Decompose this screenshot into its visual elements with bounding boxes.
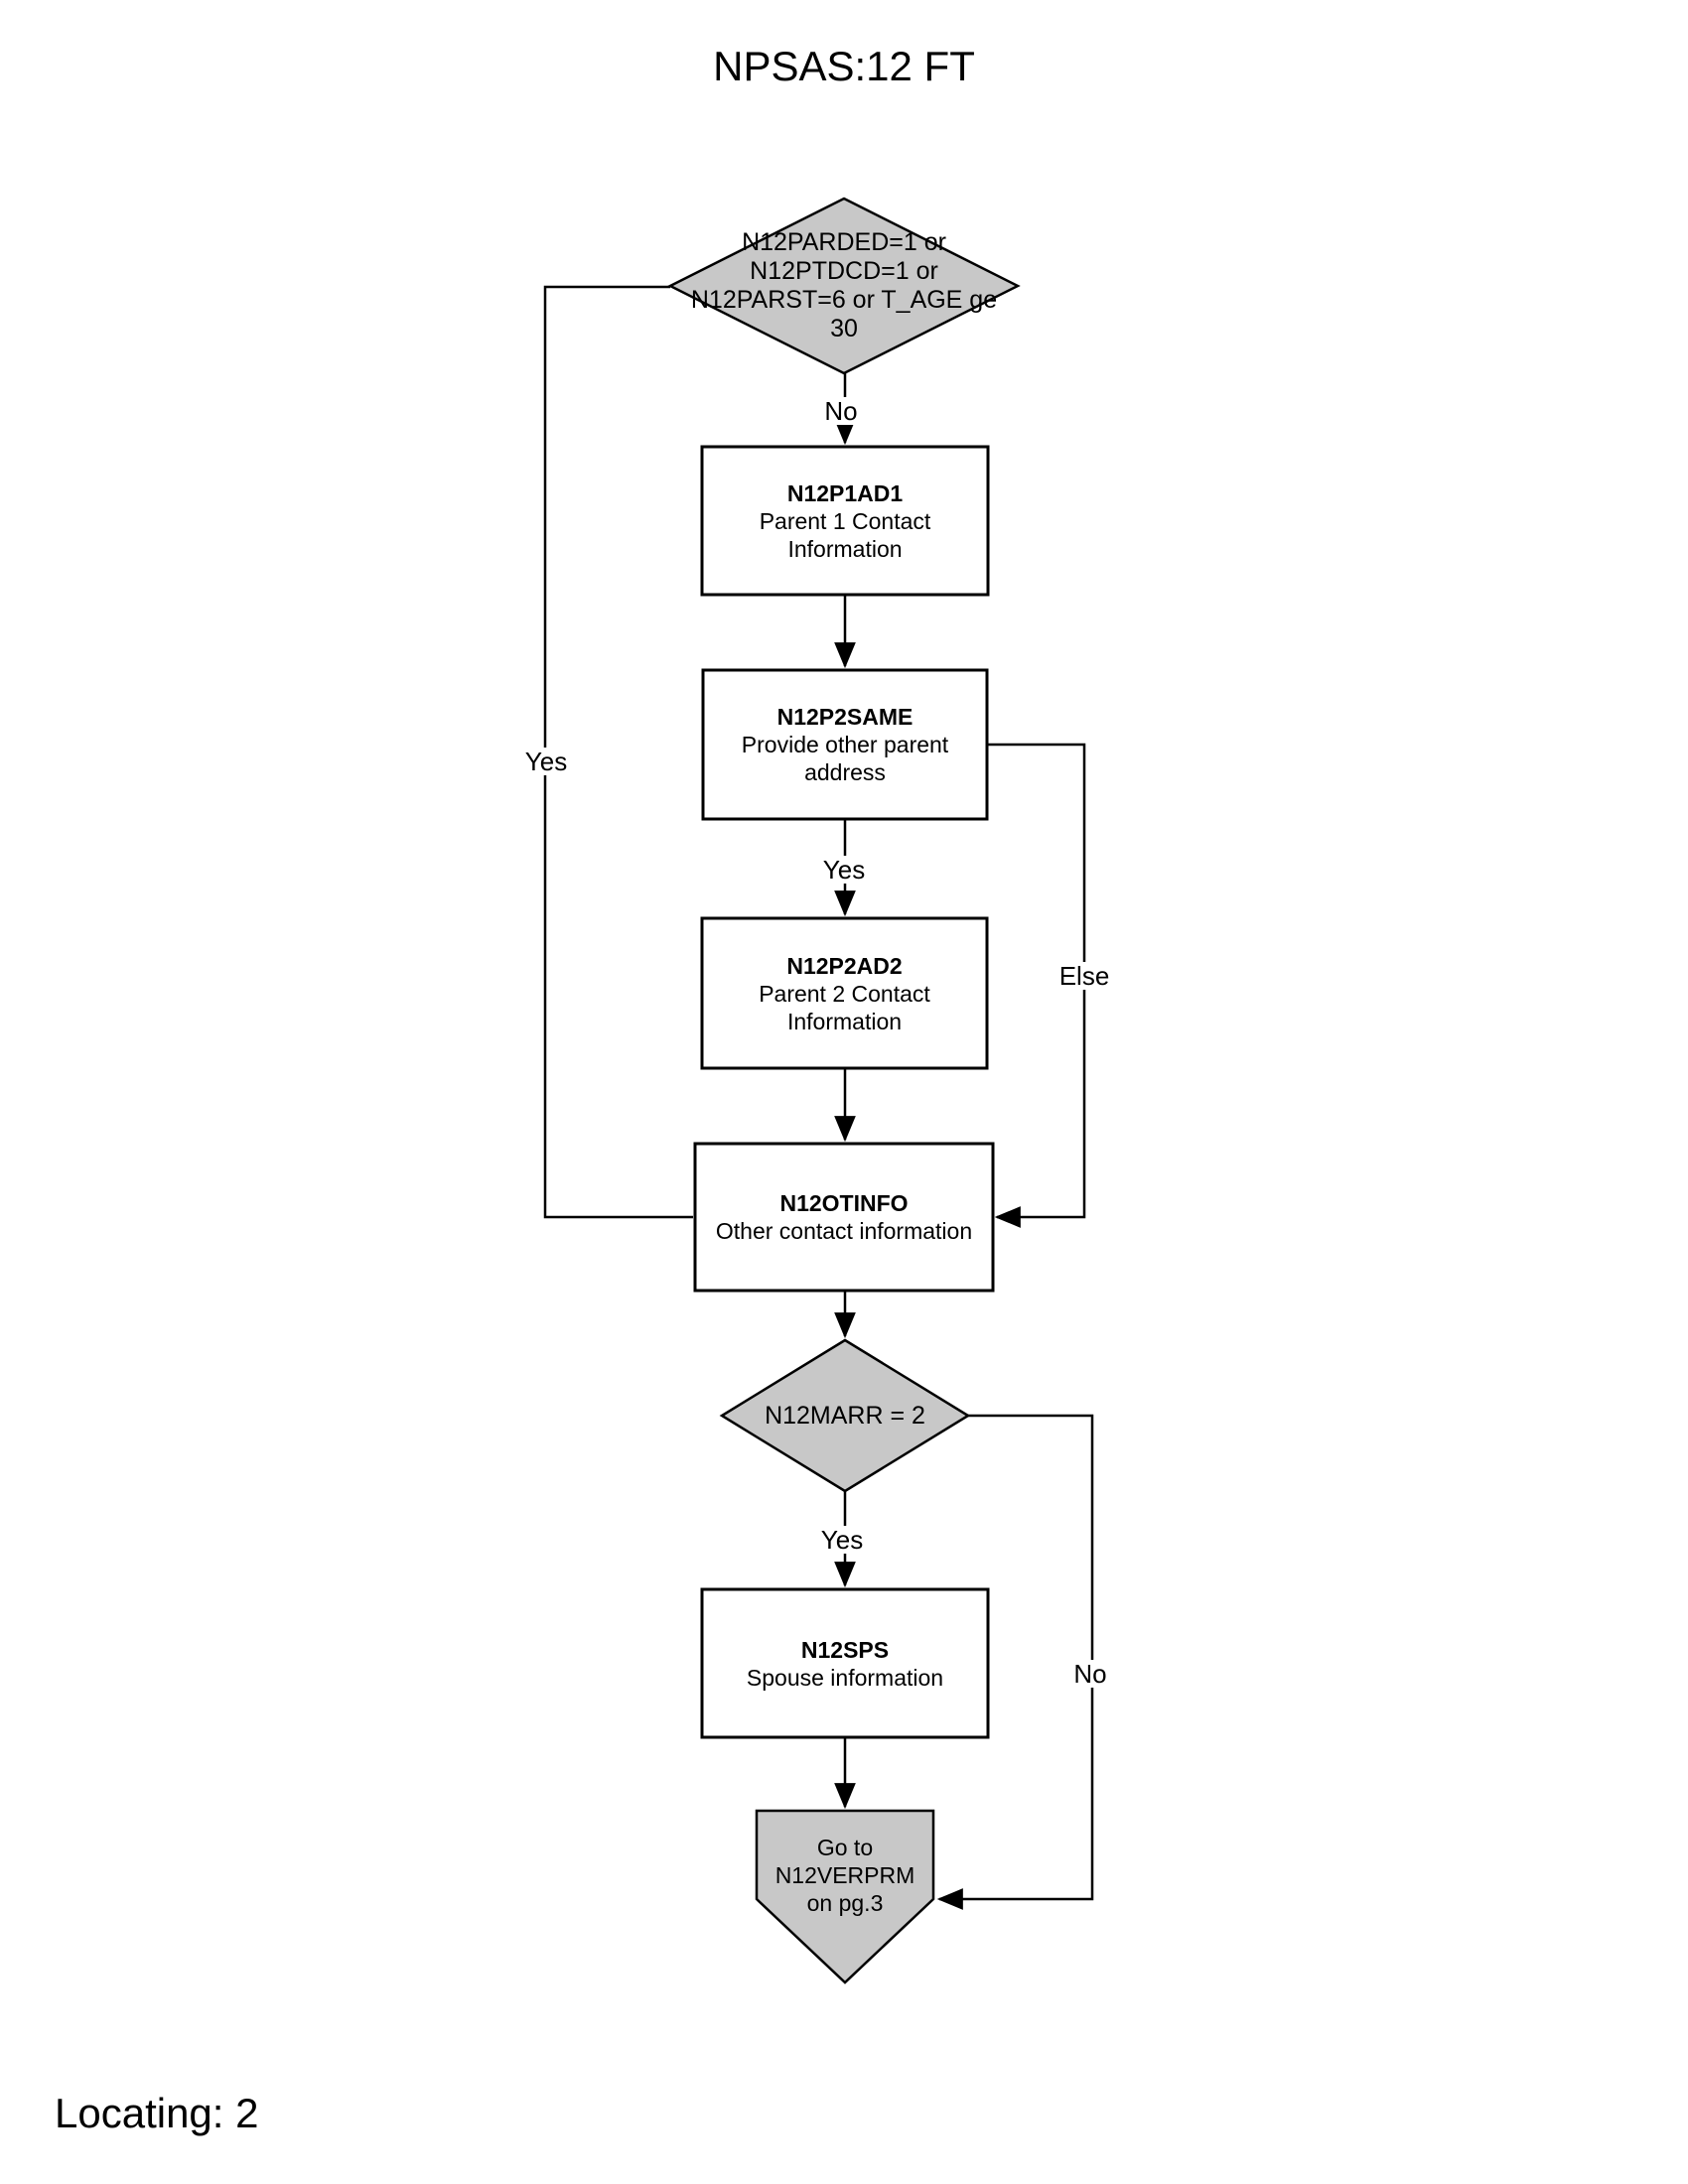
process-n12sps: N12SPS Spouse information [702, 1589, 988, 1737]
decision-n12marr-shape [719, 1338, 971, 1493]
offpage-connector-shape [755, 1809, 935, 1984]
node-desc: Parent 1 Contact [759, 507, 931, 534]
process-n12p2same: N12P2SAME Provide other parent address [703, 670, 987, 819]
edge-label-yes-mid: Yes [818, 856, 870, 884]
process-n12otinfo: N12OTINFO Other contact information [695, 1144, 993, 1291]
node-desc: Parent 2 Contact [759, 980, 930, 1007]
node-desc: address [804, 759, 886, 785]
offpage-connector-goto-n12verprm: Go to N12VERPRM on pg.3 [757, 1820, 933, 1931]
node-name: N12SPS [800, 1636, 890, 1663]
process-n12p2same-shape [701, 668, 989, 821]
process-n12otinfo-shape [693, 1142, 995, 1293]
node-desc: Information [787, 535, 903, 562]
process-n12p1ad1: N12P1AD1 Parent 1 Contact Information [702, 447, 988, 595]
decision-parent-status: N12PARDED=1 or N12PTDCD=1 or N12PARST=6 … [670, 199, 1018, 373]
process-n12p1ad1-shape [700, 445, 990, 597]
edge-label-no-right: No [1069, 1660, 1111, 1688]
node-name: N12OTINFO [779, 1190, 909, 1216]
process-n12sps-shape [700, 1587, 990, 1739]
decision-line: N12PTDCD=1 or [750, 257, 938, 285]
node-desc: Provide other parent [741, 732, 949, 757]
decision-line: N12PARDED=1 or [742, 228, 946, 256]
node-line: N12VERPRM [774, 1862, 915, 1888]
node-desc: Information [786, 1008, 903, 1034]
process-n12p2ad2-shape [700, 916, 989, 1070]
process-n12p2ad2: N12P2AD2 Parent 2 Contact Information [702, 918, 987, 1068]
node-name: N12P2AD2 [786, 952, 903, 979]
node-line: Go to [816, 1835, 874, 1860]
node-desc: Other contact information [715, 1218, 973, 1244]
decision-line: N12PARST=6 or T_AGE ge [690, 286, 998, 314]
edge-label-yes-left: Yes [520, 748, 572, 775]
edge-label-else-right: Else [1055, 962, 1114, 990]
decision-parent-status-shape [667, 197, 1021, 375]
node-name: N12P2SAME [776, 704, 914, 730]
footer-locating-label: Locating: 2 [55, 2090, 259, 2136]
edge-label-no-top: No [820, 397, 862, 425]
decision-line: 30 [830, 315, 858, 342]
edge-decision2-no-bypass [936, 1414, 1094, 1910]
decision-n12marr: N12MARR = 2 [722, 1340, 968, 1491]
edge-label-yes-bottom: Yes [816, 1526, 868, 1554]
page-title: NPSAS:12 FT [713, 43, 975, 89]
node-desc: Spouse information [746, 1664, 944, 1691]
node-line: on pg.3 [806, 1890, 884, 1916]
decision-line: N12MARR = 2 [765, 1401, 925, 1430]
node-name: N12P1AD1 [786, 479, 904, 506]
